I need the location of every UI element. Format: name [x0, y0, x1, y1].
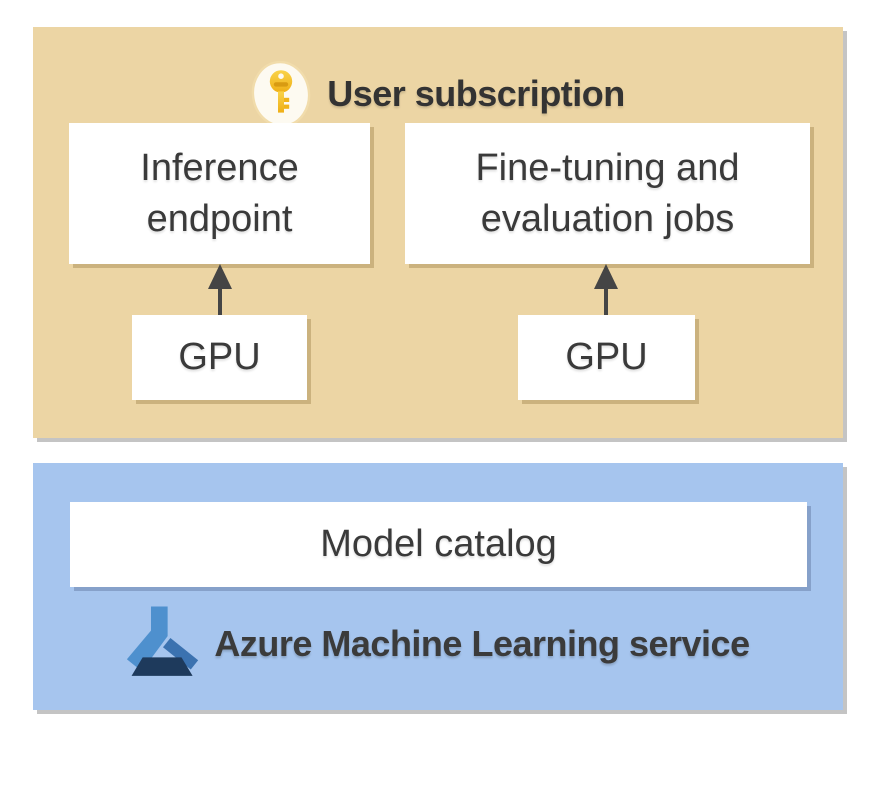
key-icon: [251, 61, 311, 127]
azure-ml-title: Azure Machine Learning service: [214, 623, 750, 664]
arrow-up-icon: [208, 264, 232, 315]
gpu-box-right: GPU: [518, 315, 695, 400]
arrow-up-icon: [594, 264, 618, 315]
azure-ml-icon: [127, 606, 199, 676]
azure-ml-footer: Azure Machine Learning service: [33, 603, 843, 685]
user-subscription-title: User subscription: [327, 73, 625, 114]
model-catalog-box: Model catalog: [70, 502, 807, 587]
user-subscription-panel: User subscription Inference endpoint Fin…: [33, 27, 843, 438]
finetuning-evaluation-label: Fine-tuning and evaluation jobs: [475, 147, 740, 240]
gpu-box-left: GPU: [132, 315, 307, 400]
gpu-label: GPU: [178, 336, 261, 379]
finetuning-evaluation-box: Fine-tuning and evaluation jobs: [405, 123, 810, 264]
inference-endpoint-box: Inference endpoint: [69, 123, 370, 264]
azure-ml-panel: Model catalog Azure Machine Learning ser…: [33, 463, 843, 710]
gpu-label: GPU: [565, 336, 648, 379]
user-subscription-header: User subscription: [33, 61, 843, 127]
model-catalog-label: Model catalog: [320, 523, 557, 566]
inference-endpoint-label: Inference endpoint: [140, 147, 299, 240]
